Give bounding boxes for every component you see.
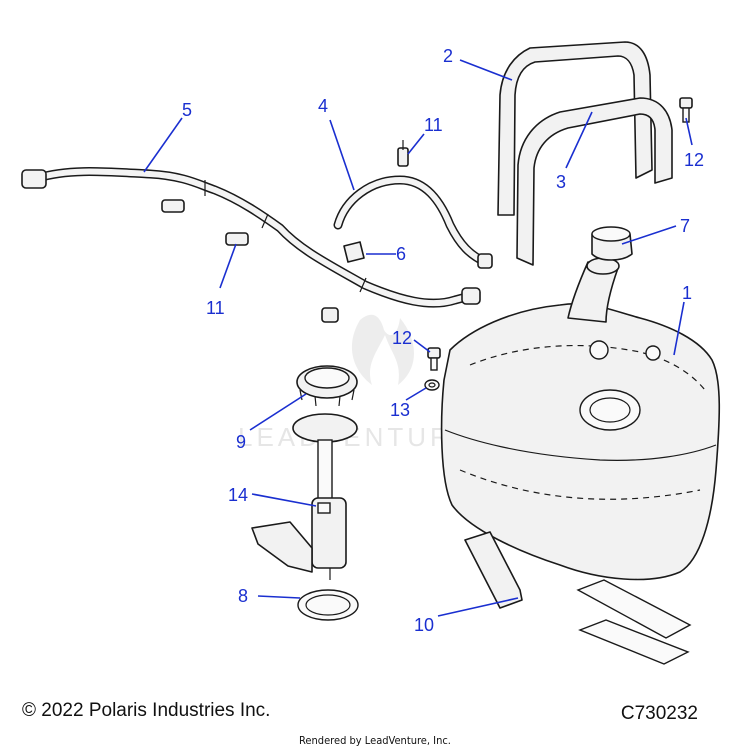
callout-12b: 12 (392, 328, 431, 353)
part-1-fuel-tank (440, 257, 721, 581)
part-12-bolt-top (679, 97, 693, 123)
callout-2: 2 (443, 46, 513, 81)
callout-label-13: 13 (390, 400, 410, 420)
callout-11b: 11 (407, 115, 443, 155)
callout-label-9: 9 (236, 432, 246, 452)
callout-label-14: 14 (228, 485, 248, 505)
part-7-fuel-cap (591, 226, 633, 261)
callout-10: 10 (414, 597, 519, 635)
part-13-washer (424, 379, 440, 391)
callout-label-11b: 11 (424, 115, 443, 135)
callout-label-6: 6 (396, 244, 406, 264)
callout-label-1: 1 (682, 283, 692, 303)
part-10-pads (464, 531, 692, 665)
callout-label-2: 2 (443, 46, 453, 66)
callout-label-12b: 12 (392, 328, 412, 348)
callout-1: 1 (673, 283, 692, 356)
part-5-fuel-hose (21, 167, 481, 308)
part-11-clips (161, 140, 409, 323)
diagram-code: C730232 (620, 703, 698, 724)
callout-3: 3 (556, 111, 593, 192)
callout-label-4: 4 (318, 96, 328, 116)
callout-label-3: 3 (556, 172, 566, 192)
rendered-by-text: Rendered by LeadVenture, Inc. (299, 734, 451, 747)
callout-13: 13 (390, 387, 427, 420)
callout-label-5: 5 (182, 100, 192, 120)
callout-8: 8 (238, 586, 301, 606)
part-9-lock-ring (296, 365, 358, 407)
callout-5: 5 (143, 100, 192, 173)
part-3-strap (516, 97, 673, 266)
part-12-bolt-mid (427, 347, 441, 371)
copyright-text: © 2022 Polaris Industries Inc. (22, 700, 271, 721)
callout-label-8: 8 (238, 586, 248, 606)
callout-label-11a: 11 (206, 298, 225, 318)
callout-7: 7 (621, 216, 690, 245)
part-14-fuel-pump (251, 413, 358, 580)
callout-9: 9 (236, 393, 307, 452)
callout-14: 14 (228, 485, 317, 507)
callout-6: 6 (366, 244, 406, 264)
callout-label-10: 10 (414, 615, 434, 635)
callout-4: 4 (318, 96, 355, 191)
callout-label-12a: 12 (684, 150, 704, 170)
callout-label-7: 7 (680, 216, 690, 236)
part-4-vent-hose (333, 175, 493, 269)
part-2-strap (497, 41, 653, 216)
part-8-seal (297, 589, 359, 621)
callout-12a: 12 (684, 117, 704, 170)
part-6-fitting (343, 241, 365, 263)
callout-11a: 11 (206, 243, 237, 318)
